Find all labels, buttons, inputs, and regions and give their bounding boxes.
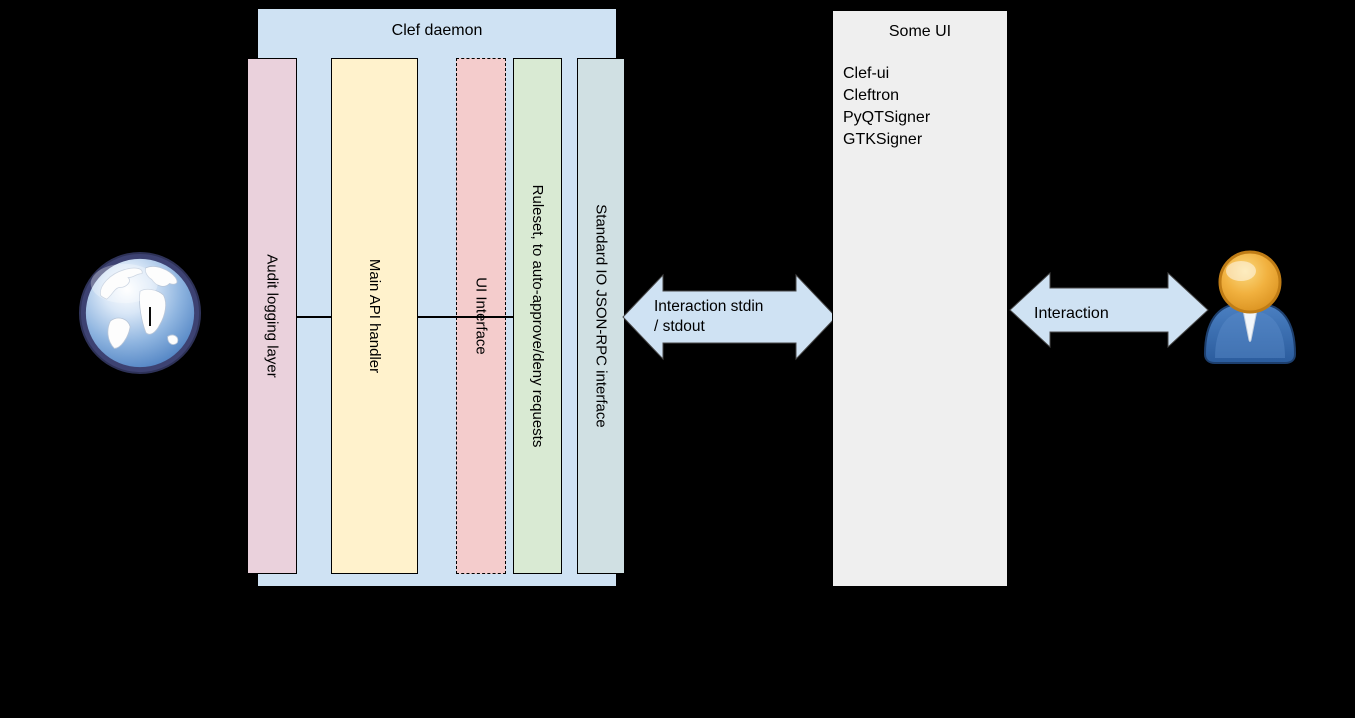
some-ui-title: Some UI <box>888 23 952 40</box>
arrow-stdio-label: Interaction stdin / stdout <box>654 297 763 336</box>
some-ui-item: PyQTSigner <box>843 109 931 126</box>
arrow-stdio-label-line2: / stdout <box>654 317 705 335</box>
some-ui-item: GTKSigner <box>843 131 923 148</box>
globe-icon <box>78 251 202 375</box>
some-ui-item: Cleftron <box>843 87 900 104</box>
connector-api-to-ruleset <box>418 316 513 318</box>
bar-label-stdio: Standard IO JSON-RPC interface <box>592 204 610 428</box>
some-ui-item: Clef-ui <box>843 65 890 82</box>
bar-main-api-handler: Main API handler <box>331 58 418 574</box>
some-ui-list: Clef-ui Cleftron PyQTSigner GTKSigner <box>843 63 930 151</box>
bar-label-ui-interface: UI Interface <box>472 277 490 355</box>
bar-label-main-api: Main API handler <box>366 258 383 374</box>
bar-label-audit: Audit logging layer <box>263 254 281 378</box>
bar-ruleset: Ruleset, to auto-approve/deny requests <box>513 58 562 574</box>
clef-daemon-title: Clef daemon <box>391 22 483 39</box>
bar-stdio-jsonrpc: Standard IO JSON-RPC interface <box>577 58 625 574</box>
arrow-stdio-label-line1: Interaction stdin <box>654 298 764 315</box>
some-ui-box: Some UI Clef-ui Cleftron PyQTSigner GTKS… <box>832 10 1008 587</box>
connector-stub <box>149 307 151 326</box>
clef-daemon-box: Clef daemon <box>257 8 617 587</box>
arrow-user-label: Interaction <box>1034 305 1109 322</box>
connector-audit-to-api <box>297 316 331 318</box>
bar-label-ruleset: Ruleset, to auto-approve/deny requests <box>529 184 546 448</box>
person-icon <box>1203 250 1297 364</box>
bar-audit-logging-layer: Audit logging layer <box>247 58 297 574</box>
arrow-user-icon <box>1009 271 1209 349</box>
